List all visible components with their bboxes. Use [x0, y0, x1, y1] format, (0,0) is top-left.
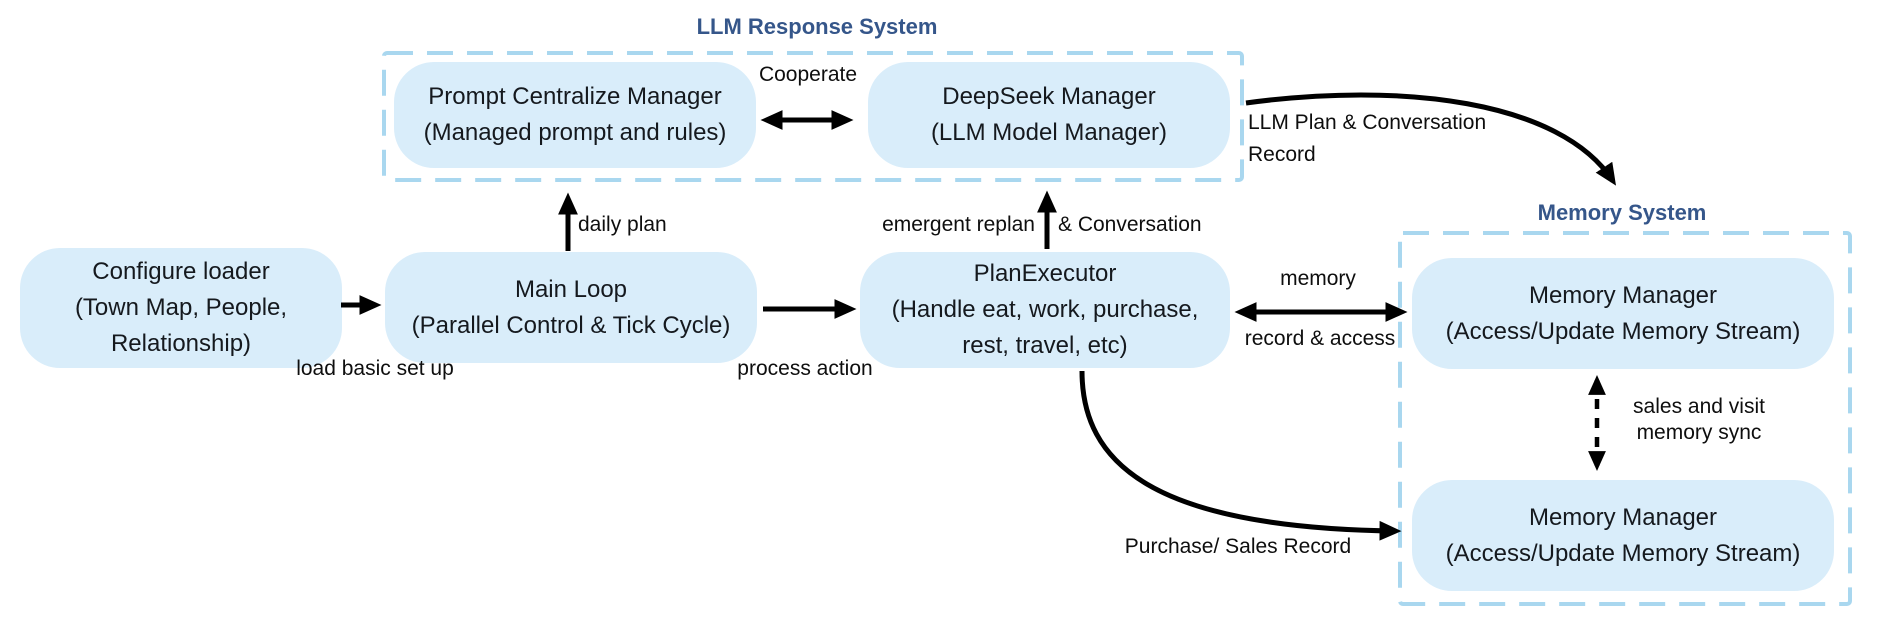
- edge-label-and-conversation: & Conversation: [1058, 213, 1202, 236]
- edge-label-memory: memory: [1280, 267, 1356, 290]
- edge-label-record-access: record & access: [1244, 327, 1396, 350]
- node-plan-executor: PlanExecutor (Handle eat, work, purchase…: [860, 252, 1230, 368]
- edge-label-daily-plan: daily plan: [578, 213, 667, 236]
- edge-label-llm-plan-record: LLM Plan & Conversation Record: [1248, 111, 1487, 166]
- node-memory-manager-bottom: Memory Manager (Access/Update Memory Str…: [1412, 480, 1834, 591]
- edge-label-cooperate: Cooperate: [758, 63, 858, 86]
- node-configure-loader: Configure loader (Town Map, People, Rela…: [20, 248, 342, 368]
- memory-system-title: Memory System: [1537, 200, 1707, 225]
- llm-response-system-title: LLM Response System: [696, 14, 938, 39]
- arrow-purchase-sales-curve: [1079, 370, 1402, 541]
- edge-label-sales-visit-sync: sales and visit memory sync: [1633, 395, 1765, 444]
- edge-label-load-basic-setup: load basic set up: [296, 357, 454, 380]
- node-deepseek-manager: DeepSeek Manager (LLM Model Manager): [868, 62, 1230, 168]
- edge-label-process-action: process action: [737, 357, 873, 380]
- node-main-loop: Main Loop (Parallel Control & Tick Cycle…: [385, 252, 757, 363]
- node-prompt-centralize-manager: Prompt Centralize Manager (Managed promp…: [394, 62, 756, 168]
- edge-label-emergent-replan: emergent replan: [882, 213, 1035, 236]
- node-memory-manager-top: Memory Manager (Access/Update Memory Str…: [1412, 258, 1834, 369]
- edge-label-purchase-sales-record: Purchase/ Sales Record: [1124, 535, 1352, 558]
